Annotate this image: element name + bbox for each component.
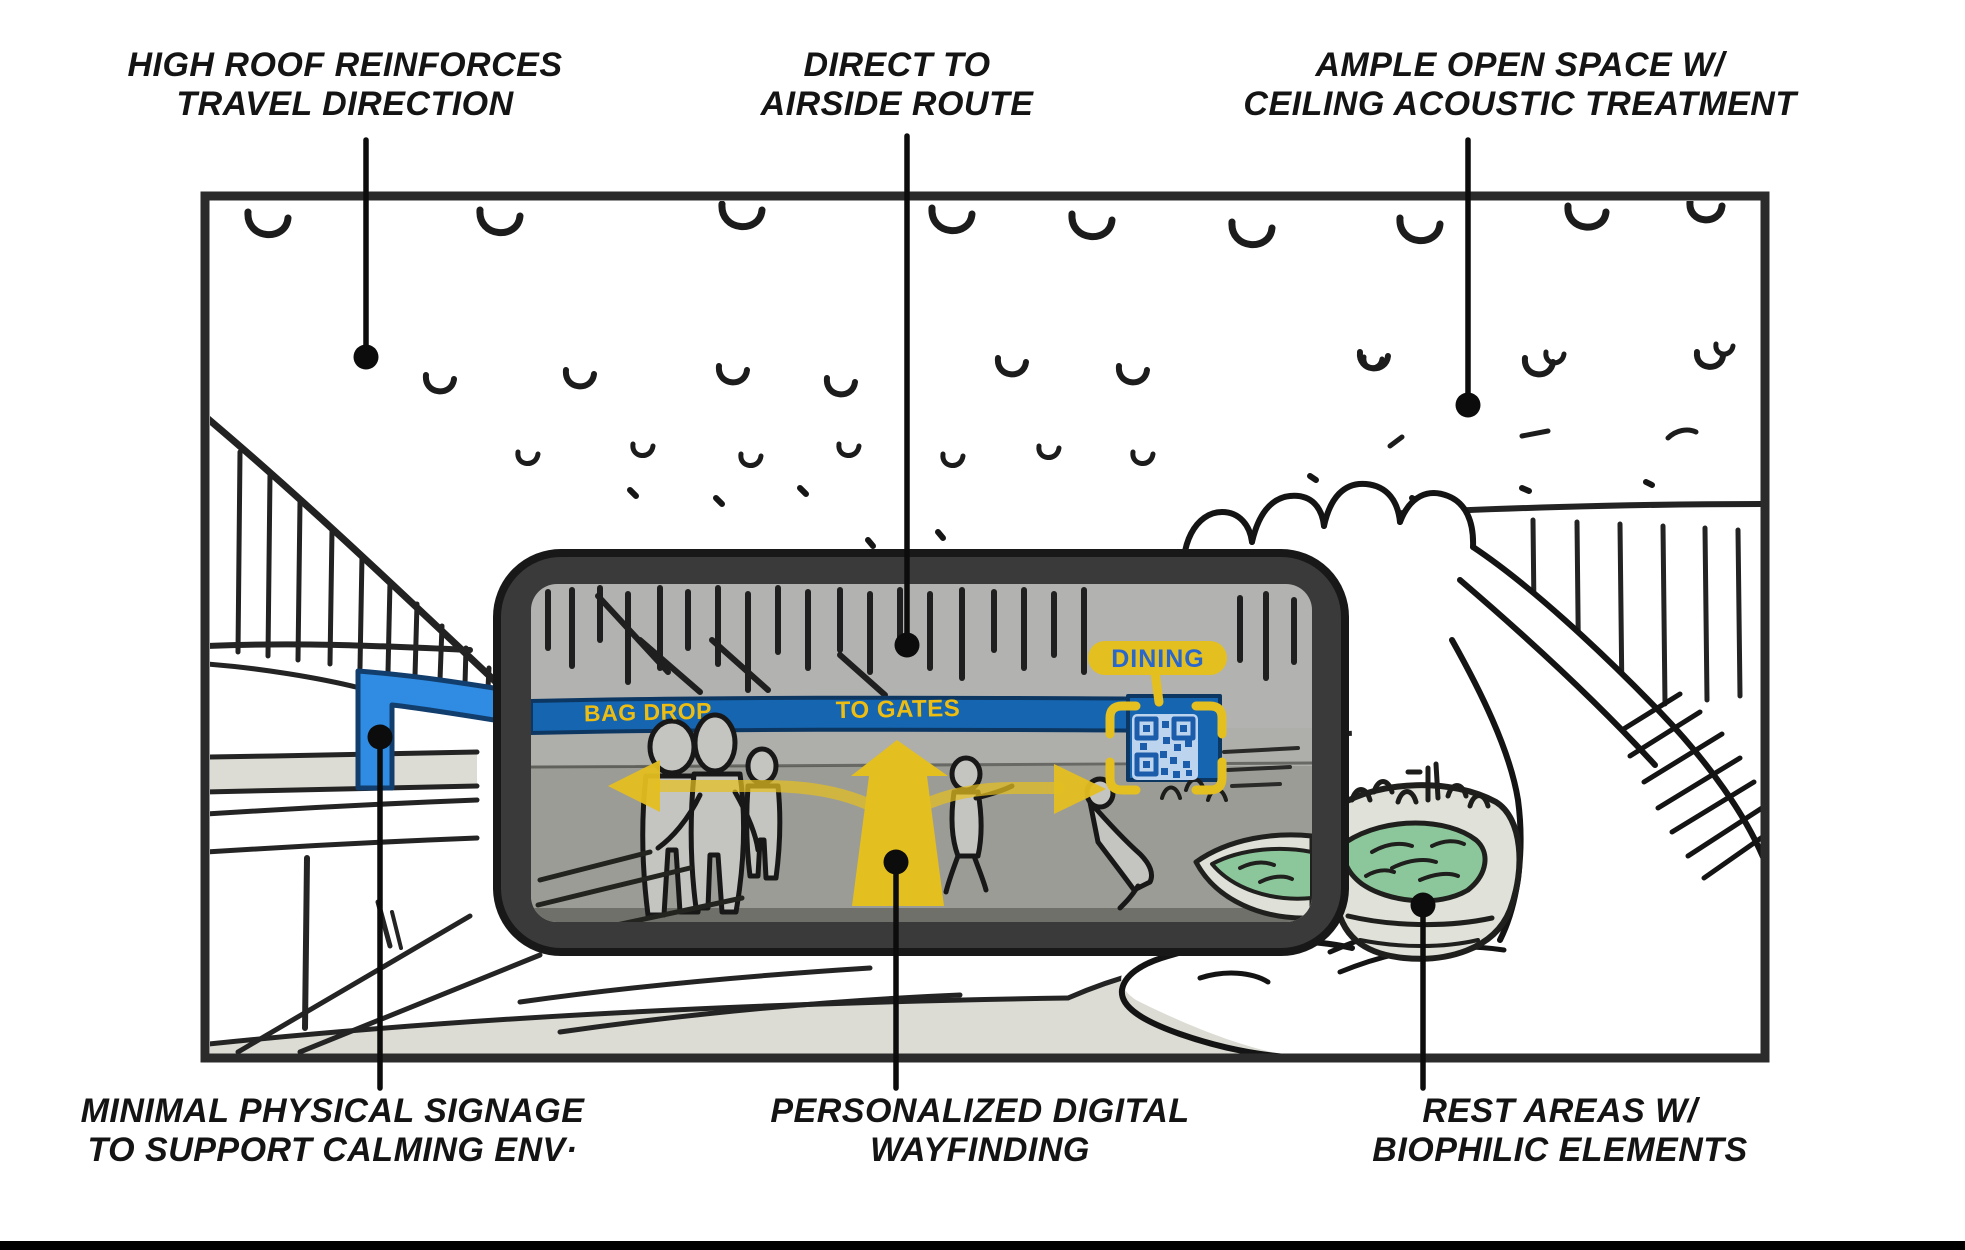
annotation-minimal-signage: MINIMAL PHYSICAL SIGNAGE TO SUPPORT CALM… (60, 1092, 605, 1170)
bottom-bar (0, 1241, 1965, 1250)
ar-dining-label: DINING (1111, 645, 1205, 673)
leader-rest-areas (1410, 892, 1436, 1091)
route-arrow-ahead (851, 740, 948, 906)
route-branch-left (608, 760, 878, 812)
dining-pill (1088, 641, 1227, 707)
annotation-rest-areas: REST AREAS W/ BIOPHILIC ELEMENTS (1310, 1092, 1810, 1170)
travelers (640, 712, 1155, 918)
terminal-floor (210, 913, 1333, 1054)
ceiling-acoustic-texture (244, 201, 1736, 562)
annotation-line: TO SUPPORT CALMING ENV· (87, 1131, 578, 1169)
annotation-line: DIRECT TO (803, 46, 991, 84)
frame-border (200, 191, 1770, 1063)
screen-ceiling-strokes (545, 585, 1297, 698)
dining-qr-code-icon (1132, 714, 1198, 780)
qr-scan-brackets (1105, 701, 1227, 795)
left-wall (210, 641, 480, 1031)
annotation-direct-airside: DIRECT TO AIRSIDE ROUTE (647, 46, 1147, 124)
annotation-line: MINIMAL PHYSICAL SIGNAGE (80, 1092, 585, 1130)
annotation-line: AMPLE OPEN SPACE W/ (1315, 46, 1725, 84)
leader-minimal-signage (367, 724, 393, 1091)
annotation-ample-space: AMPLE OPEN SPACE W/ CEILING ACOUSTIC TRE… (1230, 46, 1810, 124)
annotation-line: CEILING ACOUSTIC TREATMENT (1243, 85, 1797, 123)
hand-fill (1121, 483, 1761, 1054)
phone-screen (531, 584, 1312, 922)
annotation-line: PERSONALIZED DIGITAL (770, 1092, 1190, 1130)
annotation-leaders (353, 133, 1481, 1091)
annotation-line: HIGH ROOF REINFORCES (127, 46, 563, 84)
annotation-line: AIRSIDE ROUTE (760, 85, 1034, 123)
route-branch-right (916, 764, 1106, 814)
ar-to-gates-label: TO GATES (835, 694, 961, 725)
annotation-line: REST AREAS W/ (1422, 1092, 1698, 1130)
screen-pond (1193, 832, 1312, 921)
annotation-line: BIOPHILIC ELEMENTS (1372, 1131, 1748, 1169)
annotation-high-roof: HIGH ROOF REINFORCES TRAVEL DIRECTION (75, 46, 615, 124)
annotation-line: TRAVEL DIRECTION (176, 85, 514, 123)
leader-digital-wayfinding (883, 849, 909, 1091)
leader-direct-airside (894, 133, 920, 658)
annotation-line: WAYFINDING (870, 1131, 1090, 1169)
rest-area-pond (1331, 761, 1523, 962)
ar-bag-drop-label: BAG DROP (583, 697, 713, 727)
smartphone (493, 549, 1349, 956)
wrist-hatch (1619, 691, 1761, 881)
leader-high-roof (353, 137, 379, 370)
biophilic-plants (1349, 761, 1491, 809)
annotation-digital-wayfinding: PERSONALIZED DIGITAL WAYFINDING (730, 1092, 1230, 1170)
leader-ample-space (1455, 137, 1481, 418)
